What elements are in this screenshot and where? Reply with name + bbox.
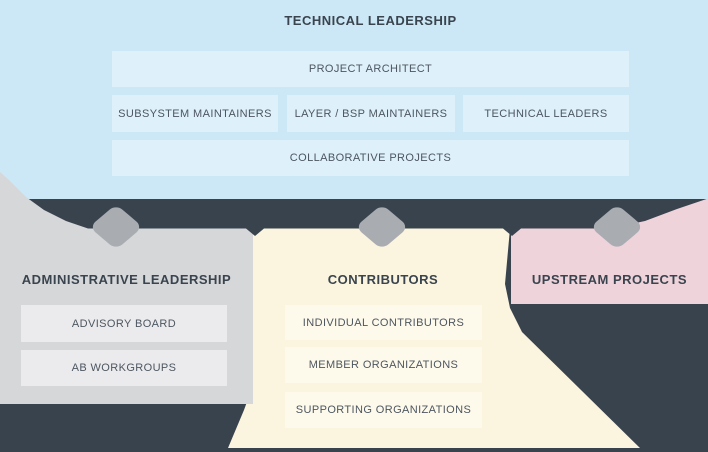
- project-architect-box: PROJECT ARCHITECT: [112, 51, 629, 87]
- connector-diamond-contributors: [358, 207, 406, 247]
- technical-leadership-title: TECHNICAL LEADERSHIP: [284, 13, 457, 28]
- upstream-projects-panel: [511, 198, 708, 304]
- connector-diamond-upstream: [593, 207, 641, 247]
- supporting-organizations-box: SUPPORTING ORGANIZATIONS: [285, 392, 482, 428]
- member-organizations-box: MEMBER ORGANIZATIONS: [285, 347, 482, 383]
- subsystem-maintainers-box: SUBSYSTEM MAINTAINERS: [112, 95, 278, 132]
- individual-contributors-box: INDIVIDUAL CONTRIBUTORS: [285, 305, 482, 340]
- connector-diamond-administrative: [92, 207, 140, 247]
- contributors-title: CONTRIBUTORS: [327, 272, 439, 287]
- upstream-projects-title: UPSTREAM PROJECTS: [531, 272, 688, 287]
- administrative-leadership-title: ADMINISTRATIVE LEADERSHIP: [21, 272, 232, 287]
- administrative-leadership-panel: [0, 172, 253, 404]
- technical-leaders-box: TECHNICAL LEADERS: [463, 95, 629, 132]
- ab-workgroups-box: AB WORKGROUPS: [21, 350, 227, 386]
- advisory-board-box: ADVISORY BOARD: [21, 305, 227, 342]
- panel-seam-notch-left: [246, 228, 264, 236]
- collaborative-projects-box: COLLABORATIVE PROJECTS: [112, 140, 629, 176]
- panel-seam-notch-right: [503, 228, 521, 236]
- layer-bsp-maintainers-box: LAYER / BSP MAINTAINERS: [287, 95, 455, 132]
